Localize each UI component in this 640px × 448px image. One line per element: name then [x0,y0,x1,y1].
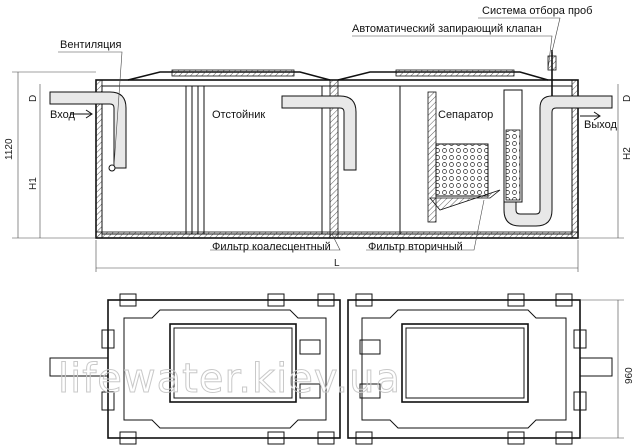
label-outlet: Выход [584,119,617,131]
leader-secondary [366,199,485,251]
top-plan-view: 960 [49,293,635,445]
label-coalescent-filter: Фильтр коалесцентный [212,241,331,253]
left-manhole-cover [171,69,295,77]
label-sampling-system: Система отбора проб [482,5,592,17]
plan-right-manhole [401,323,529,403]
leader-coalescent [210,233,341,251]
outlet-u-pipe [503,95,613,227]
ventilation-nozzle [108,164,116,172]
dim-label-960: 960 [624,367,635,384]
dim-label-1120: 1120 [4,138,15,160]
leader-valve [352,35,553,71]
separator-baffle [427,91,437,223]
leader-ventilation [58,51,123,167]
dim-label-h1: H1 [28,177,39,190]
watermark: lifewater.kiev.ua [58,356,401,402]
secondary-filter-block [505,129,521,201]
transfer-pipe [281,95,357,171]
coalescent-filter-support [429,189,501,211]
right-manhole-cover [395,69,515,77]
plan-left-manhole [169,323,297,403]
plan-outlet-pipe [579,357,613,377]
label-secondary-filter: Фильтр вторичный [368,241,463,253]
plan-right-inner [361,309,567,429]
label-ventilation: Вентиляция [60,39,122,51]
inlet-arrow [70,109,93,119]
plan-inlet-pipe [49,357,109,377]
label-separator: Сепаратор [438,109,493,121]
settler-baffle-2 [197,85,205,235]
dim-label-l: L [334,258,340,269]
dim-label-h2: H2 [622,147,633,160]
label-settler: Отстойник [212,109,265,121]
side-section-view: Система отбора проб Автоматический запир… [4,5,633,272]
plan-left-inner [123,309,327,429]
label-auto-valve: Автоматический запирающий клапан [352,23,542,35]
outlet-arrow [580,111,601,121]
settler-baffle-1 [185,85,193,235]
dim-label-d-left: D [28,95,39,102]
leader-sampling [478,17,561,53]
coalescent-filter-block [435,143,489,197]
sampling-cap [547,55,557,71]
label-inlet: Вход [50,109,75,121]
dim-label-d-right: D [622,95,633,102]
